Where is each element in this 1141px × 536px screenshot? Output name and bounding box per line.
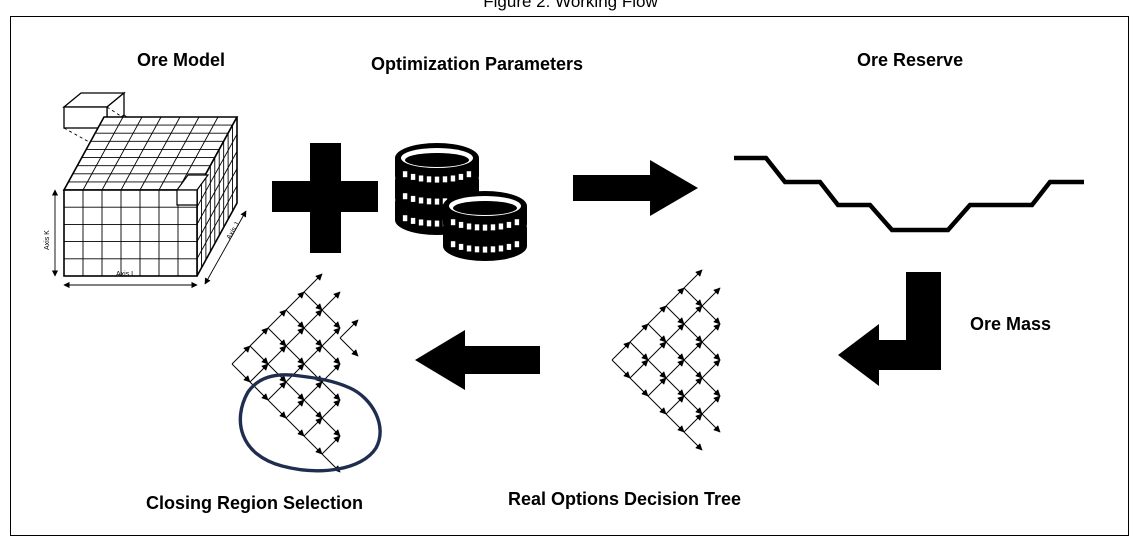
closing-region-decision-tree [231,273,359,473]
detached-block [62,91,126,130]
arrow-left-icon [415,330,540,390]
down-left-elbow-arrow-icon [838,272,941,386]
axis-j-label: Axis J [226,221,241,241]
axis-i-label: Axis I [116,271,133,278]
dimension-lines [51,189,247,289]
block-model-front-face [63,189,198,277]
label-real-options-decision-tree: Real Options Decision Tree [508,489,742,509]
block-model-cutout [175,174,210,206]
label-ore-reserve: Ore Reserve [857,50,964,70]
real-options-decision-tree [611,269,721,451]
label-closing-region-selection: Closing Region Selection [146,493,364,513]
label-ore-model: Ore Model [137,50,226,70]
block-model-grid [64,116,238,276]
ore-reserve-pit-profile [734,155,1084,233]
closing-region-selection-outline [238,373,382,473]
axis-k-label: Axis K [44,230,51,250]
coins-icon [395,143,527,261]
ore-block-model: Axis I Axis K Axis J [44,91,247,289]
arrow-right-icon [573,160,698,216]
figure-caption: Figure 2: Working Flow [483,0,658,11]
plus-icon [272,143,378,253]
label-optimization-parameters: Optimization Parameters [371,54,584,74]
label-ore-mass: Ore Mass [970,314,1052,334]
